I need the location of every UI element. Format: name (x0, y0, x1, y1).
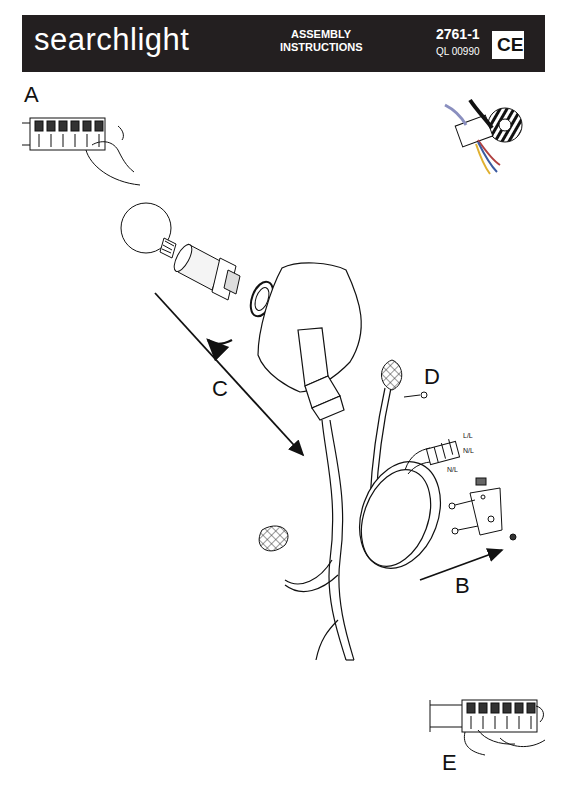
callout-letter: L/L (462, 432, 474, 440)
ce-box (492, 31, 524, 59)
header-text: CE (497, 34, 523, 56)
terminal-screw (71, 121, 79, 131)
header-bar (22, 15, 545, 72)
bracket (449, 478, 516, 540)
screw (404, 392, 427, 398)
callout-letter: D (424, 364, 440, 389)
terminal-divider (519, 716, 520, 729)
terminal-screw (479, 703, 487, 713)
terminal-divider (483, 716, 484, 729)
terminal-divider (63, 134, 64, 147)
callout-letter: B (455, 573, 470, 598)
terminal-divider (51, 134, 52, 147)
glass-shade (258, 263, 361, 420)
terminal-divider (507, 716, 508, 729)
callout-letter: A (24, 82, 39, 107)
terminal-screw (503, 703, 511, 713)
callout-letter: N/L (446, 466, 459, 474)
wall-plate (345, 450, 454, 579)
terminal-screw (467, 703, 475, 713)
terminal-divider (531, 716, 532, 729)
callout-letter: C (212, 376, 228, 401)
terminal-divider (495, 716, 496, 729)
terminal-block-a (22, 118, 140, 185)
terminal-screw (47, 121, 55, 131)
terminal-divider (471, 716, 472, 729)
header-text: 2761-1 (436, 26, 480, 42)
terminal-divider (87, 134, 88, 147)
callout-letter: N/L (462, 447, 475, 455)
terminal-divider (39, 134, 40, 147)
terminal-screw (95, 121, 103, 131)
terminal-block-e (430, 700, 545, 755)
header-text: ASSEMBLY INSTRUCTIONS (280, 28, 362, 53)
bulb (121, 203, 278, 319)
terminal-divider (75, 134, 76, 147)
terminal-divider (99, 134, 100, 147)
arrow-c (155, 293, 303, 455)
terminal-screw (35, 121, 43, 131)
connector-icon (445, 100, 522, 174)
turn-arrow (208, 340, 232, 344)
terminal-screw (515, 703, 523, 713)
header-text: QL 00990 (436, 46, 480, 58)
brand-logo: searchlight (34, 22, 189, 58)
terminal-screw (59, 121, 67, 131)
terminal-screw (83, 121, 91, 131)
terminal-screw (527, 703, 535, 713)
terminal-screw (491, 703, 499, 713)
wall-terminal (405, 439, 460, 474)
callout-letter: E (442, 750, 457, 775)
